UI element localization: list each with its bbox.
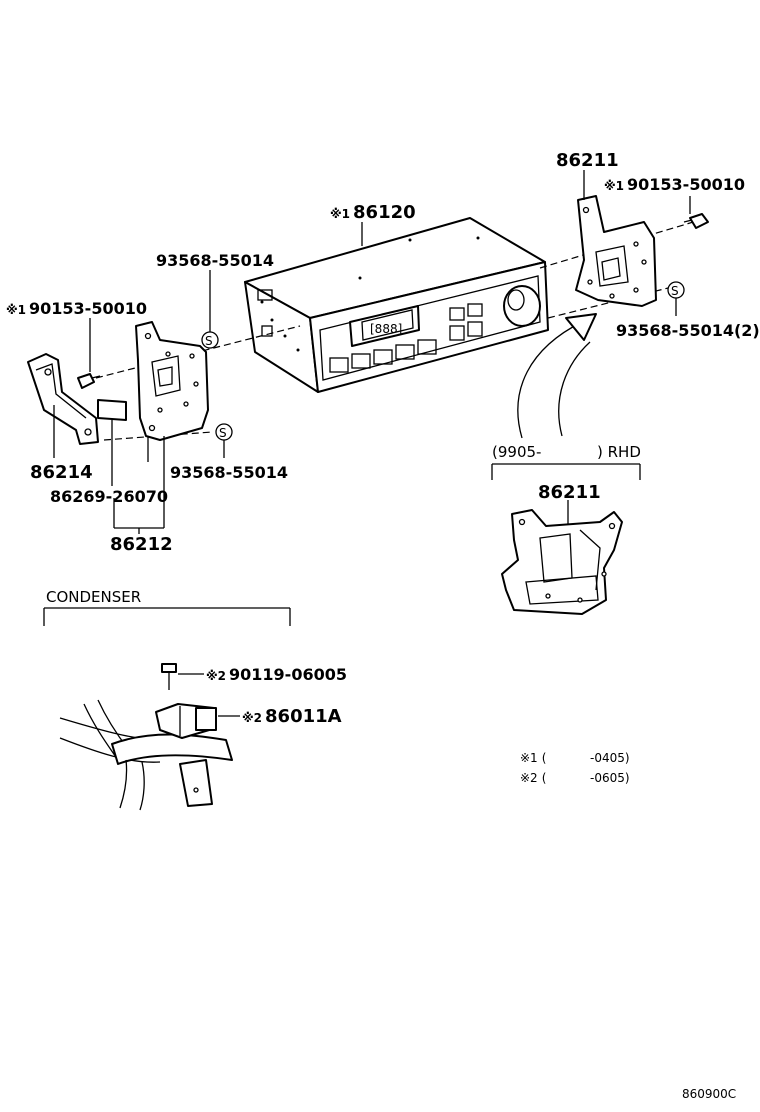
display-readout: [888] xyxy=(370,322,402,336)
rhd-suffix: ) RHD xyxy=(597,443,641,461)
screw-left-bottom-icon: S xyxy=(215,423,233,441)
section-rhd: (9905- ) RHD xyxy=(491,443,641,480)
notes: ※1(-0405) ※2(-0605) xyxy=(520,751,630,785)
note-2: ※2(-0605) xyxy=(520,771,630,785)
label-86269-26070: 86269-26070 xyxy=(50,487,168,506)
bolt-left-icon xyxy=(77,373,101,389)
label-screw-left-bottom: 93568-55014 xyxy=(170,463,288,482)
label-86214: 86214 xyxy=(30,462,93,483)
section-condenser: CONDENSER xyxy=(43,588,291,626)
condenser-bolt-icon xyxy=(161,663,177,690)
plate-86269 xyxy=(97,399,127,421)
screw-right-icon: S xyxy=(667,281,685,299)
ac-control-unit: [888] xyxy=(244,217,549,393)
condenser-label: CONDENSER xyxy=(46,588,141,606)
bracket-86212 xyxy=(135,321,209,441)
bracket-86214 xyxy=(27,353,99,445)
bracket-86211-top xyxy=(575,195,657,307)
label-86212: 86212 xyxy=(110,534,173,555)
figure-code: 860900C xyxy=(682,1087,736,1101)
condenser-part-icon xyxy=(155,703,217,739)
curve-arrow xyxy=(517,321,583,439)
label-screw-left-top: 93568-55014 xyxy=(156,251,274,270)
note-1: ※1(-0405) xyxy=(520,751,630,765)
bolt-right-icon xyxy=(683,213,709,229)
condenser-pipes xyxy=(59,699,233,811)
svg-text:S: S xyxy=(219,426,227,440)
svg-text:S: S xyxy=(205,334,213,348)
mount-line-left-lower xyxy=(103,431,213,441)
arrow-head-icon xyxy=(565,313,597,341)
label-screw-right: 93568-55014(2) xyxy=(616,321,760,340)
rhd-range: (9905- xyxy=(492,443,541,461)
bracket-86211-rhd xyxy=(501,509,623,615)
label-86211-top: 86211 xyxy=(556,150,619,171)
svg-text:S: S xyxy=(671,284,679,298)
label-86211-rhd: 86211 xyxy=(538,482,601,503)
screw-left-top-icon: S xyxy=(201,331,219,349)
